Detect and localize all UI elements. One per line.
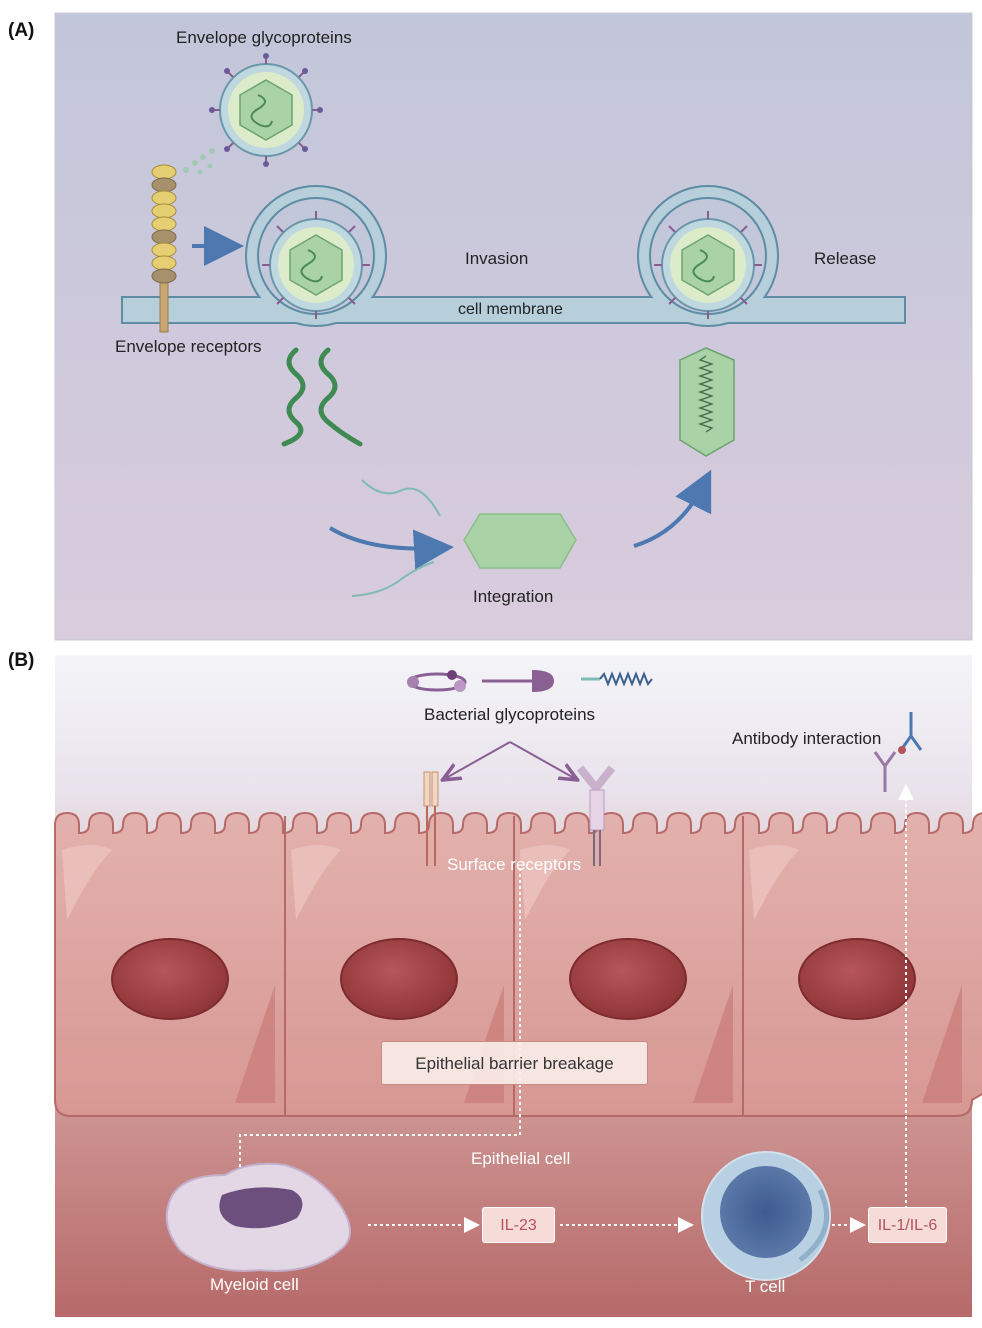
integration-flow — [328, 469, 712, 597]
glycoprotein-arrows — [446, 741, 574, 778]
il1-il6-badge: IL-1/IL-6 — [868, 1207, 947, 1243]
release-label: Release — [814, 249, 877, 268]
integration-label: Integration — [473, 587, 554, 606]
antibody-interaction-label: Antibody interaction — [732, 729, 882, 748]
panel-a-label: (A) — [8, 20, 35, 41]
provirus-capsule — [679, 347, 735, 457]
virus-particle-invasion — [262, 211, 370, 319]
surface-receptor-icons — [423, 765, 616, 866]
invasion-label: Invasion — [465, 249, 529, 268]
il23-badge: IL-23 — [482, 1207, 555, 1243]
bacterial-glycoprotein-icons — [407, 670, 653, 692]
t-cell — [701, 1151, 831, 1281]
envelope-receptor — [151, 148, 215, 333]
virus-particle-top — [209, 53, 323, 167]
cell-membrane-label: cell membrane — [458, 301, 563, 318]
envelope-receptors-label: Envelope receptors — [115, 337, 262, 356]
myeloid-cell — [165, 1162, 351, 1272]
epithelial-cell-label: Epithelial cell — [471, 1149, 571, 1168]
virus-particle-release — [654, 211, 762, 319]
myeloid-cell-label: Myeloid cell — [210, 1275, 299, 1294]
t-cell-label: T cell — [745, 1277, 786, 1296]
envelope-glycoproteins-label: Envelope glycoproteins — [176, 28, 352, 47]
epithelial-nuclei — [111, 938, 916, 1020]
epithelial-layer — [54, 811, 982, 1117]
cell-membrane — [121, 185, 906, 327]
panel-b-label: (B) — [8, 650, 35, 671]
signaling-arrows — [232, 784, 914, 1233]
viral-rna-strands — [281, 347, 363, 447]
antibody-icons — [873, 712, 923, 792]
epithelial-barrier-breakage-label: Epithelial barrier breakage — [381, 1041, 648, 1085]
bacterial-glycoproteins-label: Bacterial glycoproteins — [424, 705, 596, 724]
surface-receptors-label: Surface receptors — [447, 855, 582, 874]
